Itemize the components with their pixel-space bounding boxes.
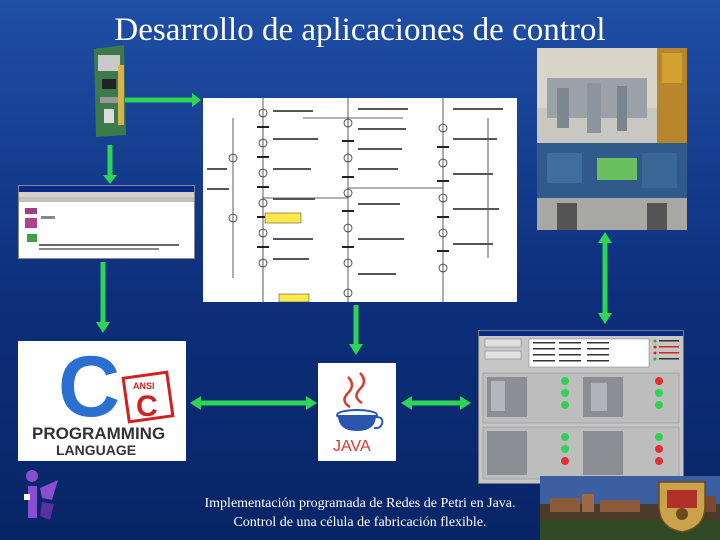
arrow-down-icon	[103, 145, 117, 184]
arrow-leftright-icon	[401, 396, 471, 410]
university-crest-graphic	[655, 478, 709, 534]
caption-line-2: Control de una célula de fabricación fle…	[150, 513, 570, 532]
arrow-down-icon	[96, 262, 110, 333]
arrow-updown-icon	[598, 232, 612, 324]
arrow-right-icon	[125, 93, 201, 107]
caption-line-1: Implementación programada de Redes de Pe…	[150, 494, 570, 513]
university-logo-graphic	[20, 468, 60, 524]
slide-caption: Implementación programada de Redes de Pe…	[150, 494, 570, 532]
arrow-leftright-icon	[190, 396, 317, 410]
university-crest	[655, 478, 709, 534]
arrow-down-icon	[349, 305, 363, 355]
university-logo	[20, 468, 60, 524]
